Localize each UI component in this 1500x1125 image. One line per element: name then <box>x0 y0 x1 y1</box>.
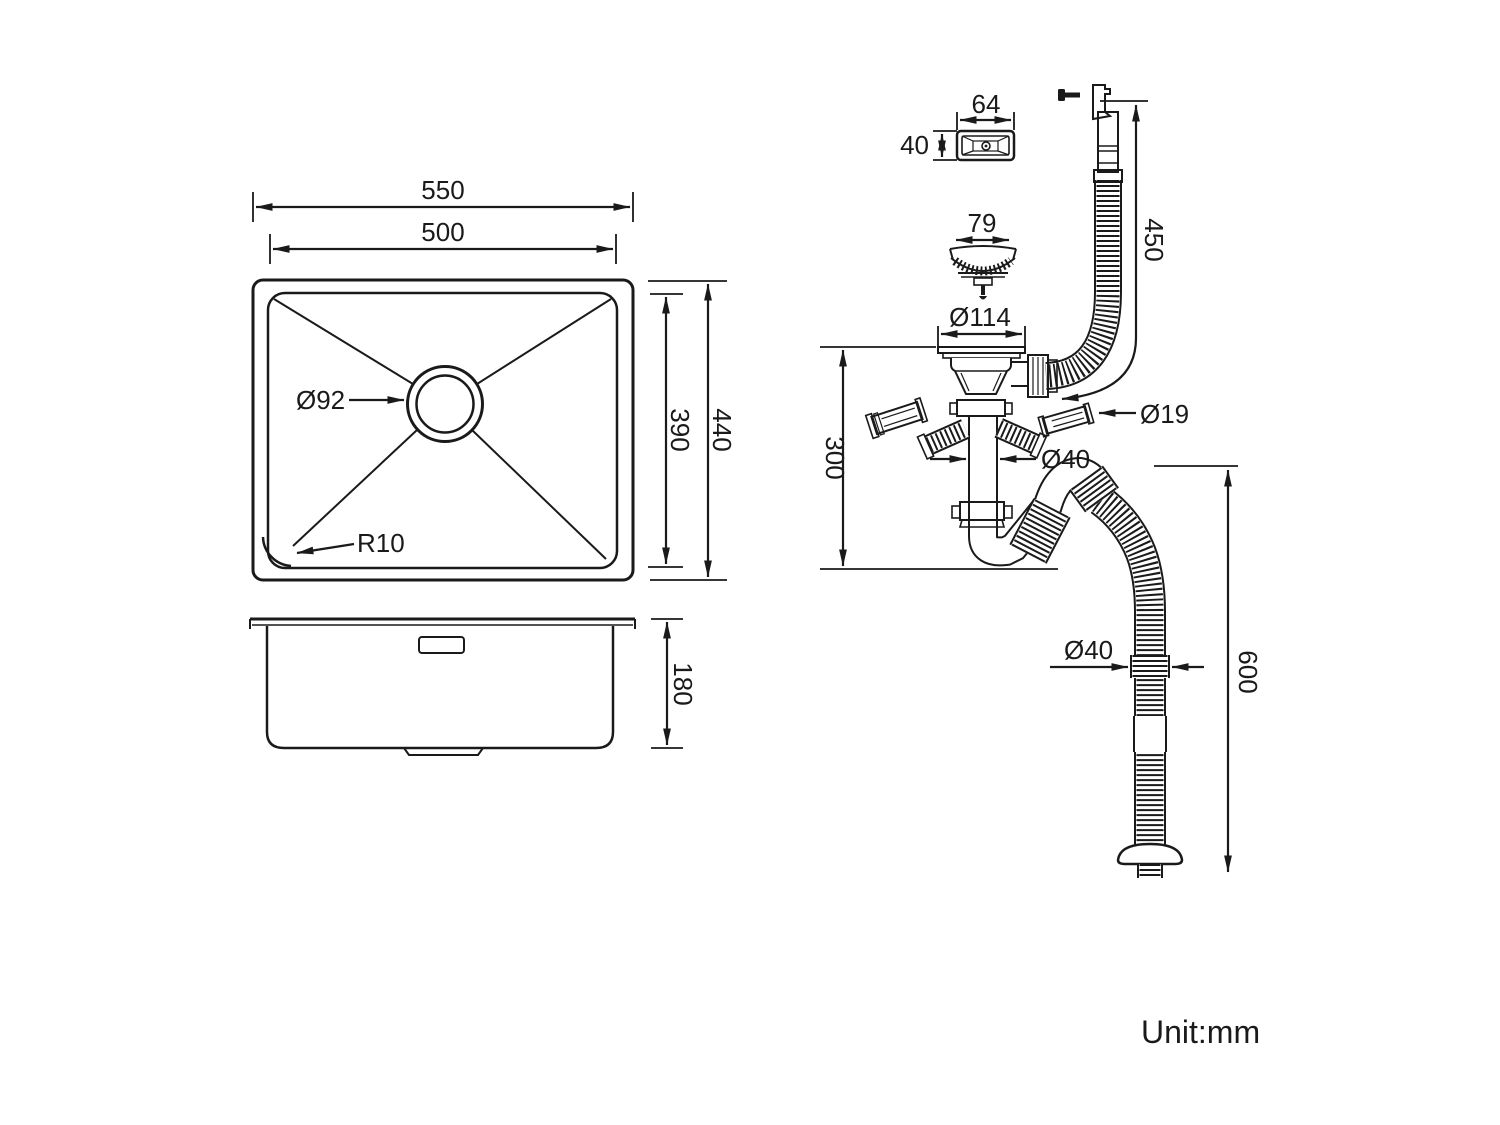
dim-strainer-diameter: 79 <box>968 208 997 238</box>
dim-top-inner-width: 500 <box>421 217 464 247</box>
bracket-screw <box>1058 89 1065 101</box>
dim-bowl-depth: 180 <box>668 662 698 705</box>
dim-inlet-barb-diameter: Ø19 <box>1140 399 1189 429</box>
dim-top-inner-depth: 390 <box>665 408 695 451</box>
strainer-slots <box>952 257 1014 276</box>
strainer-basket-detail: 79 <box>949 208 1017 300</box>
assembly-dimensions: Ø114 300 Ø19 Ø40 Ø40 600 <box>820 302 1263 873</box>
sink-side-view: 180 <box>249 617 698 756</box>
unit-note: Unit:mm <box>1141 1014 1260 1050</box>
dim-outlet-hose-length: 600 <box>1233 650 1263 693</box>
dim-corner-radius: R10 <box>357 528 405 558</box>
dim-outlet-hose-diameter: Ø40 <box>1064 635 1113 665</box>
strainer-pin-tip <box>979 296 987 300</box>
corner-radius-arc <box>261 536 292 568</box>
waste-trap-assembly <box>864 346 1184 878</box>
dim-top-outer-depth: 440 <box>707 408 737 451</box>
dim-overflow-height: 40 <box>900 130 929 160</box>
dim-overflow-hose-length: 450 <box>1139 218 1169 261</box>
hose-bracket <box>1092 84 1113 121</box>
inlet-barb-left <box>864 396 929 440</box>
inlet-hose-stub-right <box>994 418 1048 460</box>
sink-top-view <box>251 278 635 582</box>
dim-top-outer-width: 550 <box>421 175 464 205</box>
dim-waste-pipe-diameter: Ø40 <box>1041 444 1090 474</box>
outlet-foot-flange <box>1116 842 1184 866</box>
overflow-cover-detail: 64 40 <box>900 89 1016 162</box>
dim-trap-drop-height: 300 <box>820 436 850 479</box>
overflow-hose: 450 <box>1027 84 1169 402</box>
dim-overflow-width: 64 <box>972 89 1001 119</box>
dim-drain-diameter: Ø92 <box>296 385 345 415</box>
dim-flange-diameter: Ø114 <box>949 302 1011 332</box>
drain-hole-outer <box>406 365 484 443</box>
side-overflow-slot <box>418 636 465 654</box>
inlet-barb-small <box>1037 402 1095 438</box>
inlet-hose-stub-left <box>916 419 970 461</box>
side-drain-bump <box>403 747 484 756</box>
drain-hole-inner <box>415 374 475 434</box>
top-view-dimensions: 550 500 390 440 Ø92 R10 <box>252 175 737 581</box>
